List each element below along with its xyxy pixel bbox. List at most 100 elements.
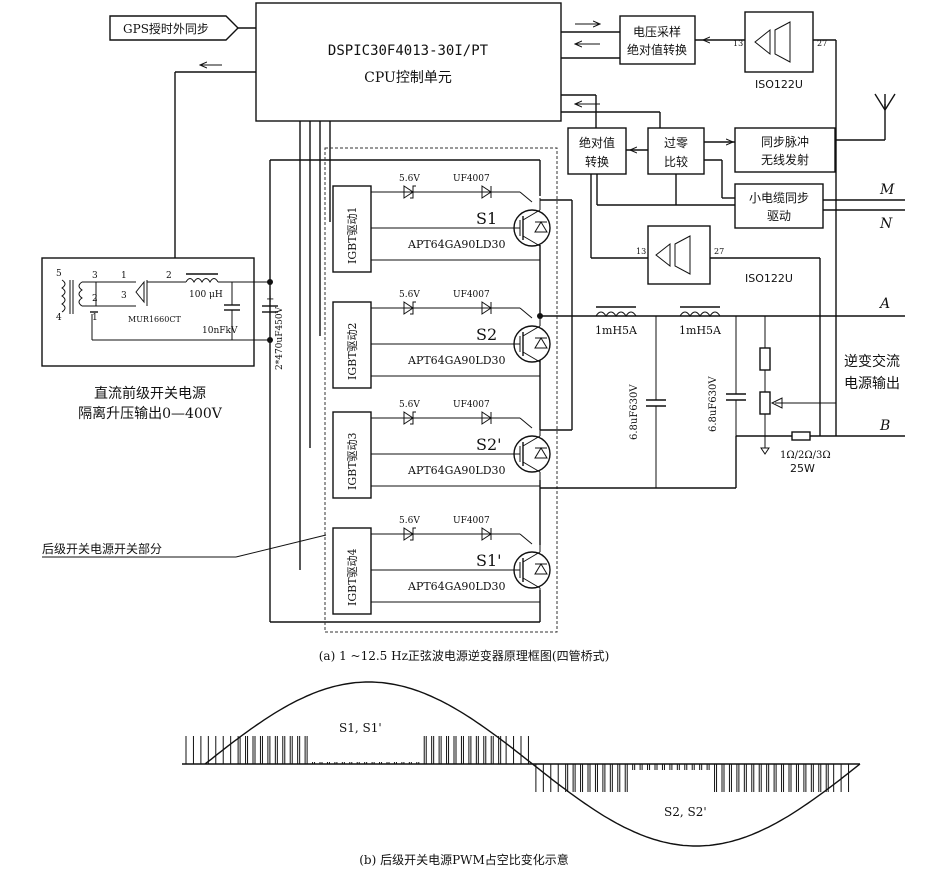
- abs-convert-block: 绝对值 转换: [567, 127, 627, 175]
- bus-cap-plus: +: [266, 294, 274, 305]
- igbt-driver-box: [332, 185, 372, 273]
- pwm-label-pos: S1, S1': [339, 721, 382, 735]
- switch-label: S2: [476, 325, 497, 344]
- iso-top-pin-in: 13: [733, 39, 743, 48]
- shunt-label: 1Ω/2Ω/3Ω: [780, 450, 831, 461]
- zener-diode-icon: [403, 411, 414, 425]
- dc-bus: + 2*470uF450V: [262, 121, 540, 623]
- pwm-waveform: S1, S1' S2, S2': [182, 681, 861, 847]
- diode-mur: MUR1660CT: [128, 315, 181, 324]
- cap-10nfkv: 10nFkV: [202, 326, 238, 336]
- zero-compare-block: 过零 比较: [626, 127, 735, 205]
- cpu-block: DSPIC30F4013-30I/PT CPU控制单元: [255, 2, 562, 122]
- cpu-name: CPU控制单元: [364, 70, 452, 86]
- front-caption-l1: 直流前级开关电源: [94, 385, 206, 402]
- bridge-wiring: A B: [537, 160, 905, 622]
- rear-stage-label: 后级开关电源开关部分: [42, 534, 327, 558]
- igbt-part-label: APT64GA90LD30: [407, 580, 506, 593]
- zener-label: 5.6V: [399, 290, 420, 300]
- abs-to-iso-mid: [590, 174, 735, 259]
- cable-l1: 小电缆同步: [749, 191, 809, 205]
- terminal-n: N: [879, 216, 893, 232]
- zero-l1: 过零: [664, 136, 688, 150]
- pin-2a: 2: [92, 294, 98, 304]
- igbt-part-label: APT64GA90LD30: [407, 238, 506, 251]
- igbt-driver-label: IGBT驱动4: [346, 548, 359, 606]
- caption-b: (b) 后级开关电源PWM占空比变化示意: [359, 852, 569, 867]
- igbt-driver-box: [332, 411, 372, 499]
- wireless-l2: 无线发射: [761, 152, 809, 167]
- igbt-driver-box: [332, 527, 372, 615]
- diode-icon: [481, 185, 492, 199]
- switch-label: S1: [476, 209, 497, 228]
- switch-label: S1': [476, 551, 502, 570]
- pin-3b: 3: [121, 291, 127, 301]
- caption-a: (a) 1 ~12.5 Hz正弦波电源逆变器原理框图(四管桥式): [319, 648, 610, 663]
- pin-2b: 2: [166, 271, 172, 281]
- pin-1a: 1: [92, 313, 98, 323]
- pin-3a: 3: [92, 271, 98, 281]
- cable-l2: 驱动: [767, 209, 791, 223]
- pin-1b: 1: [121, 271, 127, 281]
- rear-stage-enclosure: [324, 147, 558, 633]
- diode-label: UF4007: [453, 400, 490, 410]
- zener-diode-icon: [403, 527, 414, 541]
- bus-cap-label: 2*470uF450V: [275, 306, 285, 370]
- front-supply-block: 5 4 3 2 1 1 3 2 MUR1660CT 100 μH 10nFkV: [41, 257, 270, 367]
- switch-label: S2': [476, 435, 502, 454]
- antenna-icon: [835, 93, 896, 141]
- shunt-power: 25W: [790, 462, 815, 475]
- vsample-l1: 电压采样: [633, 24, 681, 39]
- zener-label: 5.6V: [399, 174, 420, 184]
- ac-output-l1: 逆变交流: [844, 353, 900, 370]
- igbt-driver-label: IGBT驱动1: [346, 206, 359, 264]
- gps-sync-tag: GPS授时外同步: [109, 15, 256, 41]
- diode-icon: [481, 301, 492, 315]
- wireless-l1: 同步脉冲: [761, 134, 809, 149]
- zero-l2: 比较: [664, 154, 688, 169]
- front-caption-l2: 隔离升压输出0—400V: [78, 405, 223, 422]
- cpu-model: DSPIC30F4013-30I/PT: [328, 43, 489, 59]
- output-filter: 1mH5A 1mH5A 6.8uF630V 6.8uF630V 1Ω/2Ω/3Ω…: [595, 306, 836, 488]
- diode-label: UF4007: [453, 516, 490, 526]
- igbt-driver-label: IGBT驱动3: [346, 432, 359, 490]
- terminal-m: M: [879, 182, 895, 198]
- cap-c1: 6.8uF630V: [629, 384, 640, 440]
- pwm-label-neg: S2, S2': [664, 805, 707, 819]
- inductor-100uh: 100 μH: [189, 290, 223, 300]
- cable-sync-block: 小电缆同步 驱动 M N: [734, 182, 905, 232]
- vsample-l2: 绝对值转换: [627, 42, 687, 57]
- inductor-l1: 1mH5A: [595, 324, 638, 337]
- zener-label: 5.6V: [399, 516, 420, 526]
- node-dot: [267, 279, 273, 285]
- node-dot: [537, 313, 543, 319]
- inductor-l2: 1mH5A: [679, 324, 722, 337]
- terminal-b: B: [879, 418, 890, 434]
- iso122u-mid: 13 27 ISO122U: [636, 225, 821, 436]
- node-dot: [267, 337, 273, 343]
- igbt-part-label: APT64GA90LD30: [407, 464, 506, 477]
- sine-envelope: [204, 681, 861, 847]
- gps-label: GPS授时外同步: [123, 21, 209, 36]
- iso-mid-pin-out: 27: [714, 247, 724, 256]
- voltage-sample-block: 电压采样 绝对值转换: [619, 15, 745, 65]
- abs-l1: 绝对值: [579, 135, 615, 150]
- zener-diode-icon: [403, 185, 414, 199]
- iso122u-top: 13 27 ISO122U: [733, 11, 837, 436]
- pin-5: 5: [56, 269, 62, 279]
- iso-top-label: ISO122U: [755, 78, 803, 91]
- iso-mid-label: ISO122U: [745, 272, 793, 285]
- zener-diode-icon: [403, 301, 414, 315]
- terminal-a: A: [878, 296, 890, 312]
- abs-l2: 转换: [585, 154, 609, 169]
- rear-label-text: 后级开关电源开关部分: [42, 541, 162, 556]
- igbt-driver-box: [332, 301, 372, 389]
- cap-c2: 6.8uF630V: [708, 376, 719, 432]
- pin-4: 4: [56, 313, 62, 323]
- igbt-part-label: APT64GA90LD30: [407, 354, 506, 367]
